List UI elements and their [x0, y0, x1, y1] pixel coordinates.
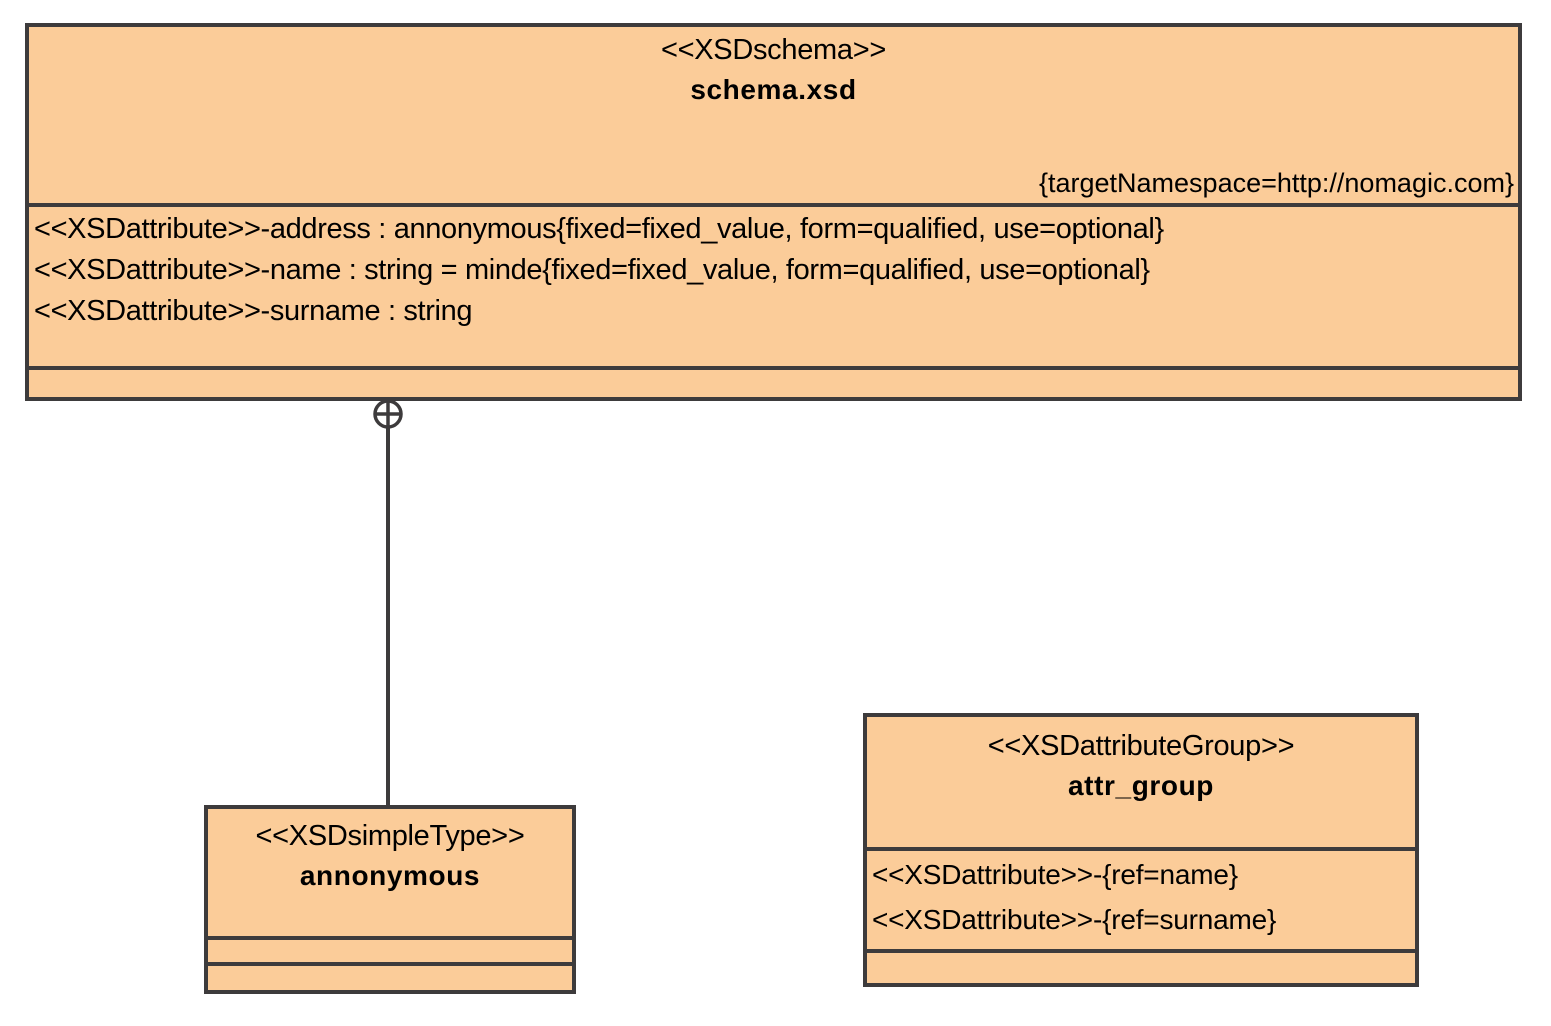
- attribute-group-class-name: attr_group: [1068, 770, 1214, 802]
- attribute-group-attribute-row[interactable]: <<XSDattribute>>-{ref=name}: [872, 859, 1238, 890]
- schema-attribute-row[interactable]: <<XSDattribute>>-address : annonymous{fi…: [34, 213, 1164, 245]
- attribute-group-attributes-compartment: <<XSDattribute>>-{ref=name} <<XSDattribu…: [867, 847, 1415, 949]
- attribute-group-attribute-row[interactable]: <<XSDattribute>>-{ref=surname}: [872, 903, 1277, 935]
- attribute-group-name-compartment: <<XSDattributeGroup>> attr_group: [867, 717, 1415, 847]
- schema-class-name: schema.xsd: [690, 74, 857, 106]
- schema-operations-compartment: [29, 366, 1518, 397]
- schema-attribute-row[interactable]: <<XSDattribute>>-name : string = minde{f…: [34, 254, 1150, 287]
- attribute-group-stereotype-label: <<XSDattributeGroup>>: [987, 730, 1295, 762]
- schema-attributes-compartment: <<XSDattribute>>-address : annonymous{fi…: [29, 203, 1518, 366]
- schema-stereotype-label: <<XSDschema>>: [660, 34, 886, 66]
- schema-name-compartment: <<XSDschema>> schema.xsd {targetNamespac…: [29, 27, 1518, 203]
- simple-type-class-name: annonymous: [299, 860, 481, 892]
- xsd-schema-class-box[interactable]: <<XSDschema>> schema.xsd {targetNamespac…: [25, 23, 1522, 401]
- xsd-attribute-group-class-box[interactable]: <<XSDattributeGroup>> attr_group <<XSDat…: [863, 713, 1419, 987]
- simple-type-operations-compartment: [208, 962, 572, 990]
- simple-type-attributes-compartment: [208, 936, 572, 962]
- containment-connector-vertical-segment[interactable]: [386, 427, 390, 807]
- xsd-simple-type-class-box[interactable]: <<XSDsimpleType>> annonymous: [204, 805, 576, 994]
- simple-type-stereotype-label: <<XSDsimpleType>>: [255, 820, 525, 852]
- attribute-group-operations-compartment: [867, 949, 1415, 983]
- schema-attribute-row[interactable]: <<XSDattribute>>-surname : string: [34, 295, 473, 328]
- simple-type-name-compartment: <<XSDsimpleType>> annonymous: [208, 809, 572, 936]
- schema-tagged-values: {targetNamespace=http://nomagic.com}: [1038, 167, 1514, 198]
- containment-crosshair-icon: [373, 399, 403, 429]
